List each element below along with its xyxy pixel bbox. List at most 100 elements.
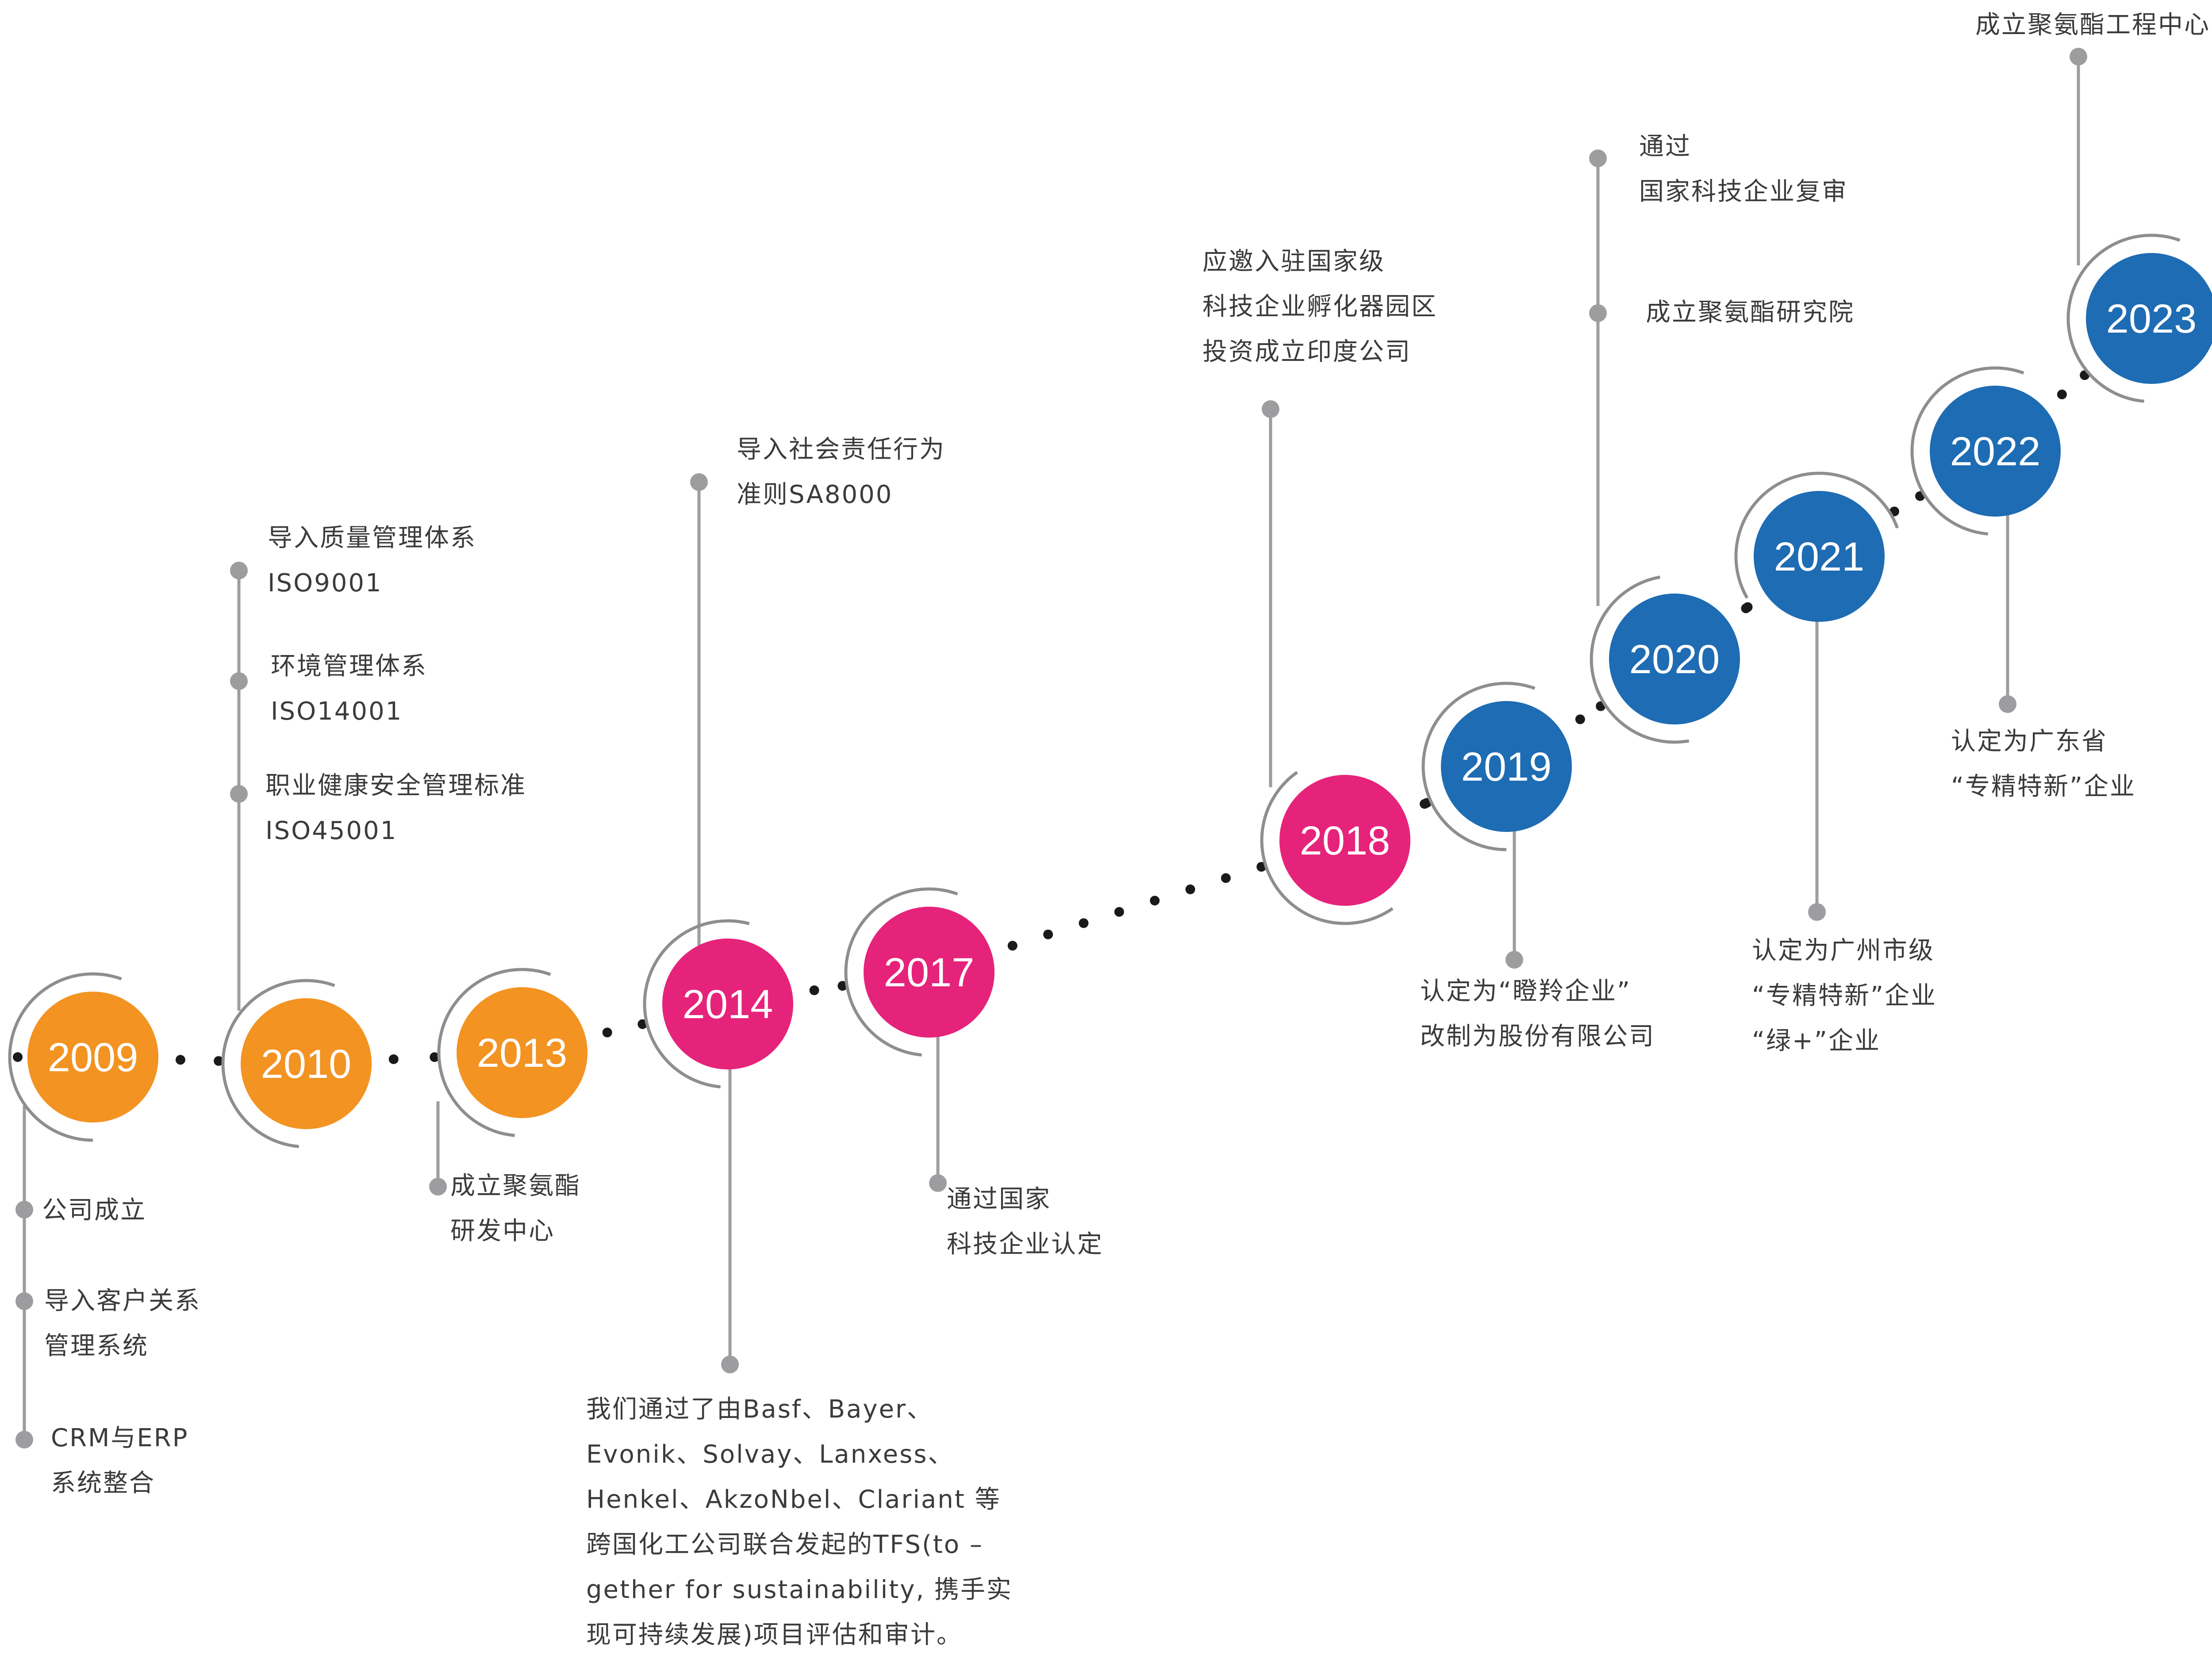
event-label-line: “专精特新”企业 xyxy=(1951,772,2136,801)
year-node-2021: 2021 xyxy=(1734,471,1899,622)
event-label-line: Evonik、Solvay、Lanxess、 xyxy=(586,1440,954,1469)
event-label-line: “绿+”企业 xyxy=(1752,1027,1881,1055)
connector-dot xyxy=(1114,907,1124,917)
connector-dot xyxy=(1007,941,1018,951)
connector-dot xyxy=(13,1052,23,1062)
connector-dot xyxy=(1221,873,1231,883)
milestone-2023: 成立聚氨酯工程中心 xyxy=(1975,11,2210,265)
event-label-line: 改制为股份有限公司 xyxy=(1420,1022,1655,1051)
event-label-line: 导入社会责任行为 xyxy=(737,435,945,464)
connector-dot xyxy=(430,1052,440,1062)
year-circle xyxy=(1930,386,2061,517)
year-label: 2018 xyxy=(1300,818,1390,863)
event-label-line: 我们通过了由Basf、Bayer、 xyxy=(586,1395,933,1424)
connector-dot xyxy=(2057,389,2067,399)
event-label-line: ISO9001 xyxy=(268,569,383,598)
event-2014-2: 我们通过了由Basf、Bayer、 Evonik、Solvay、Lanxess、 H… xyxy=(586,1053,1011,1649)
connector-dot xyxy=(809,985,819,996)
year-circle xyxy=(1279,775,1410,906)
year-node-2014: 2014 xyxy=(643,919,793,1088)
event-label-line: Henkel、AkzoNbel、Clariant 等 xyxy=(586,1485,1001,1514)
year-label: 2022 xyxy=(1950,429,2041,474)
milestone-2022: 认定为广东省“专精特新”企业 xyxy=(1951,500,2136,801)
year-label: 2010 xyxy=(261,1042,352,1087)
year-arc xyxy=(1590,575,1690,744)
event-label-line: 系统整合 xyxy=(51,1469,155,1498)
year-label: 2009 xyxy=(48,1035,138,1080)
year-node-2019: 2019 xyxy=(1421,682,1572,851)
year-node-2010: 2010 xyxy=(221,979,372,1148)
connector-dot xyxy=(175,1055,185,1065)
event-2021-1: 认定为广州市级“专精特新”企业“绿+”企业 xyxy=(1752,605,1937,1055)
event-2009-1: 公司成立 xyxy=(15,1106,146,1225)
year-label: 2017 xyxy=(884,950,975,995)
year-node-2020: 2020 xyxy=(1590,575,1740,744)
connector-dot xyxy=(214,1056,224,1066)
event-marker-dot xyxy=(15,1431,33,1448)
event-2020-2: 成立聚氨酯研究院 xyxy=(1589,298,1855,606)
event-label-line: “专精特新”企业 xyxy=(1752,981,1937,1010)
year-label: 2013 xyxy=(477,1031,568,1076)
year-circle xyxy=(457,987,588,1118)
year-arc xyxy=(8,972,122,1142)
year-node-2013: 2013 xyxy=(437,968,588,1137)
year-circle xyxy=(1754,491,1885,622)
event-label-line: 通过国家 xyxy=(947,1185,1051,1214)
event-label-line: 成立聚氨酯工程中心 xyxy=(1975,11,2210,39)
event-marker-dot xyxy=(1262,400,1279,418)
year-node-2022: 2022 xyxy=(1910,366,2061,536)
event-2019-1: 认定为“瞪羚企业” 改制为股份有限公司 xyxy=(1420,815,1655,1051)
year-circle xyxy=(27,992,158,1123)
event-marker-dot xyxy=(721,1356,739,1373)
connector-dot xyxy=(1043,929,1053,939)
event-label-line: 科技企业孵化器园区 xyxy=(1202,292,1437,321)
event-marker-dot xyxy=(2070,48,2087,65)
year-node-2018: 2018 xyxy=(1260,771,1410,925)
event-marker-dot xyxy=(230,562,248,579)
event-2022-1: 认定为广东省“专精特新”企业 xyxy=(1951,500,2136,801)
event-marker-dot xyxy=(929,1174,947,1192)
year-arc xyxy=(1910,366,2024,536)
year-label: 2020 xyxy=(1629,637,1720,682)
event-label-line: 通过 xyxy=(1639,132,1691,161)
connector-dot xyxy=(837,981,848,991)
event-label-line: ISO45001 xyxy=(265,816,397,845)
event-marker-dot xyxy=(230,785,248,803)
year-label: 2021 xyxy=(1774,534,1865,579)
event-label-line: ISO14001 xyxy=(271,697,403,726)
event-2009-3: CRM与ERP 系统整合 xyxy=(15,1106,188,1498)
event-label-line: 应邀入驻国家级 xyxy=(1202,247,1385,276)
year-circle xyxy=(864,907,995,1038)
event-label-line: 成立聚氨酯研究院 xyxy=(1646,298,1855,327)
event-label-line: 职业健康安全管理标准 xyxy=(265,771,526,800)
year-arc xyxy=(221,979,335,1148)
year-arc xyxy=(1421,682,1536,851)
event-label-line: 认定为“瞪羚企业” xyxy=(1420,977,1631,1006)
event-2023-1: 成立聚氨酯工程中心 xyxy=(1975,11,2210,265)
event-label-line: 跨国化工公司联合发起的TFS(to – xyxy=(586,1530,983,1559)
event-label-line: 管理系统 xyxy=(44,1332,149,1360)
event-label-line: 国家科技企业复审 xyxy=(1639,177,1848,206)
event-label-line: CRM与ERP xyxy=(51,1424,188,1452)
event-label-line: 科技企业认定 xyxy=(947,1230,1103,1259)
year-circle xyxy=(1609,594,1740,724)
event-marker-dot xyxy=(429,1178,447,1196)
event-label-line: 准则SA8000 xyxy=(737,480,893,509)
year-node-2009: 2009 xyxy=(8,972,158,1142)
event-label-line: 研发中心 xyxy=(450,1217,555,1245)
year-arc xyxy=(844,887,958,1057)
event-label-line: 公司成立 xyxy=(42,1196,146,1225)
year-arc xyxy=(643,919,750,1088)
event-2010-3: 职业健康安全管理标准 ISO45001 xyxy=(230,771,526,1011)
